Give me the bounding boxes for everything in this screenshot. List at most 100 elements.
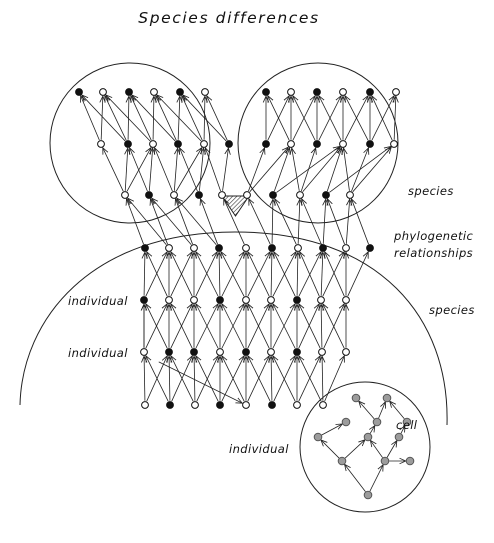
arrow-m4-3-to-m3-2: [196, 356, 219, 402]
arrow-r3-2-to-r2-1: [292, 148, 300, 191]
label-cell: cell: [396, 418, 418, 432]
cell-circle: [299, 381, 431, 513]
open-node-m3-7: [318, 348, 326, 356]
species-circle-left: [49, 62, 211, 224]
arrow-l3-0-to-l2-2: [126, 148, 151, 192]
arrow-m2-7-to-m1-6: [300, 252, 320, 297]
filled-node-m1-9: [366, 244, 374, 252]
open-node-m2-7: [317, 296, 325, 304]
open-node-m3-3: [216, 348, 224, 356]
filled-node-m2-6: [293, 296, 301, 304]
arrow-l2-0-to-l1-1: [101, 96, 103, 140]
arrow-r2-1-to-r1-0: [268, 96, 290, 141]
filled-node-r2-2: [313, 140, 321, 148]
arrow-m4-5-to-m3-5: [271, 356, 272, 401]
arrow-m2-5-to-m1-4: [248, 252, 270, 297]
arrow-r2-5-to-r1-4: [372, 96, 393, 141]
arrow-m1-3-to-l3-2: [177, 198, 217, 246]
label-species-upper: species: [408, 184, 454, 198]
arrow-m3-3-to-m2-2: [196, 304, 219, 349]
hatched-down-triangle-icon: [221, 195, 250, 217]
arrow-m4-7-to-m3-6: [299, 356, 322, 402]
open-node-r1-3: [339, 88, 347, 96]
cell-arrow-c3-2-to-c2-2: [401, 426, 405, 434]
open-node-m2-2: [190, 296, 198, 304]
arrow-m2-1-to-m1-0: [147, 252, 168, 297]
cell-arrow-c4-0-to-c3-0: [321, 440, 340, 459]
filled-node-m3-2: [190, 348, 198, 356]
open-node-m3-0: [140, 348, 148, 356]
arrow-m3-2-to-m2-1: [171, 304, 193, 349]
cell-node-c4-0: [337, 456, 347, 466]
open-node-m2-4: [242, 296, 250, 304]
arrow-r3-1-to-r2-1: [274, 148, 289, 192]
open-node-m3-8: [342, 348, 350, 356]
filled-node-m1-7: [319, 244, 327, 252]
filled-node-l1-0: [75, 88, 83, 96]
filled-node-m1-5: [268, 244, 276, 252]
arrow-l3-2-to-l2-3: [173, 148, 177, 191]
filled-node-l2-3: [174, 140, 182, 148]
arrow-l3-2-to-l2-4: [175, 148, 202, 192]
arrow-r3-0-to-r2-1: [249, 147, 289, 193]
arrow-m2-8-to-m1-7: [325, 252, 345, 297]
arrow-m3-6-to-m2-5: [273, 304, 296, 349]
open-node-l1-1: [99, 88, 107, 96]
arrow-m3-left-to-m4-4: [158, 361, 242, 403]
open-node-l3-2: [170, 191, 178, 199]
filled-node-m3-4: [242, 348, 250, 356]
open-node-m4-2: [191, 401, 199, 409]
arrow-l3-4-to-l2-4: [205, 148, 221, 192]
filled-node-m3-1: [165, 348, 173, 356]
arrow-r3-1-to-r2-3: [276, 146, 339, 193]
cell-node-c5-0: [363, 490, 373, 500]
cell-arrow-c3-1-to-c2-1: [370, 426, 375, 434]
cell-node-c2-0: [341, 417, 351, 427]
arrow-r3-4-to-r2-5: [352, 147, 392, 193]
cell-arrow-c4-0-to-c3-1: [344, 440, 365, 459]
arrow-l2-3-to-l1-2: [132, 95, 176, 142]
cell-arrow-c5-0-to-c4-0: [345, 464, 366, 492]
open-node-m1-6: [294, 244, 302, 252]
arrow-m3-7-to-m2-6: [299, 304, 321, 349]
arrow-m2-4-to-m1-5: [247, 252, 270, 297]
arrow-l2-4-to-l1-4: [182, 96, 203, 141]
arrow-m1-1-to-l3-0: [128, 198, 167, 246]
arrow-m1-6-to-r3-2: [298, 199, 300, 244]
arrow-l3-2-to-l2-2: [155, 148, 173, 192]
arrow-m3-7-to-m2-7: [321, 304, 322, 348]
arrow-l2-1-to-l1-1: [105, 96, 127, 141]
filled-node-m1-3: [215, 244, 223, 252]
open-node-l1-5: [201, 88, 209, 96]
arrow-l3-0-to-l2-1: [125, 148, 128, 191]
arrow-m3-8-to-m2-7: [323, 304, 345, 349]
arrow-r3-2-to-r2-2: [300, 148, 315, 192]
open-node-m4-0: [141, 401, 149, 409]
species-circle-right: [237, 62, 399, 224]
open-node-r2-3: [339, 140, 347, 148]
arrow-l3-3-to-l2-4: [199, 148, 203, 191]
arrow-m4-2-to-m3-2: [194, 356, 195, 401]
filled-node-m4-1: [166, 401, 174, 409]
arrow-m1-5-to-r3-0: [249, 199, 271, 245]
open-node-m2-5: [267, 296, 275, 304]
arrow-m4-1-to-m3-1: [169, 356, 170, 401]
arrow-m1-8-to-r3-4: [345, 199, 349, 244]
open-node-m3-5: [267, 348, 275, 356]
arrow-m4-6-to-m3-7: [298, 356, 320, 402]
open-node-l3-0: [121, 191, 129, 199]
filled-node-m3-6: [293, 348, 301, 356]
cell-node-c4-1: [380, 456, 390, 466]
cell-node-c1-1: [382, 393, 392, 403]
filled-node-l2-1: [124, 140, 132, 148]
open-node-m1-4: [242, 244, 250, 252]
arrow-m4-7-to-m3-7: [322, 356, 323, 401]
arrow-m1-2-to-l3-1: [152, 198, 192, 246]
arrow-m2-3-to-m1-4: [221, 252, 244, 297]
filled-node-r1-0: [262, 88, 270, 96]
arrow-r2-4-to-r1-3: [345, 96, 369, 141]
cell-node-c2-1: [372, 417, 382, 427]
arrow-m4-4-to-m3-3: [222, 356, 245, 402]
